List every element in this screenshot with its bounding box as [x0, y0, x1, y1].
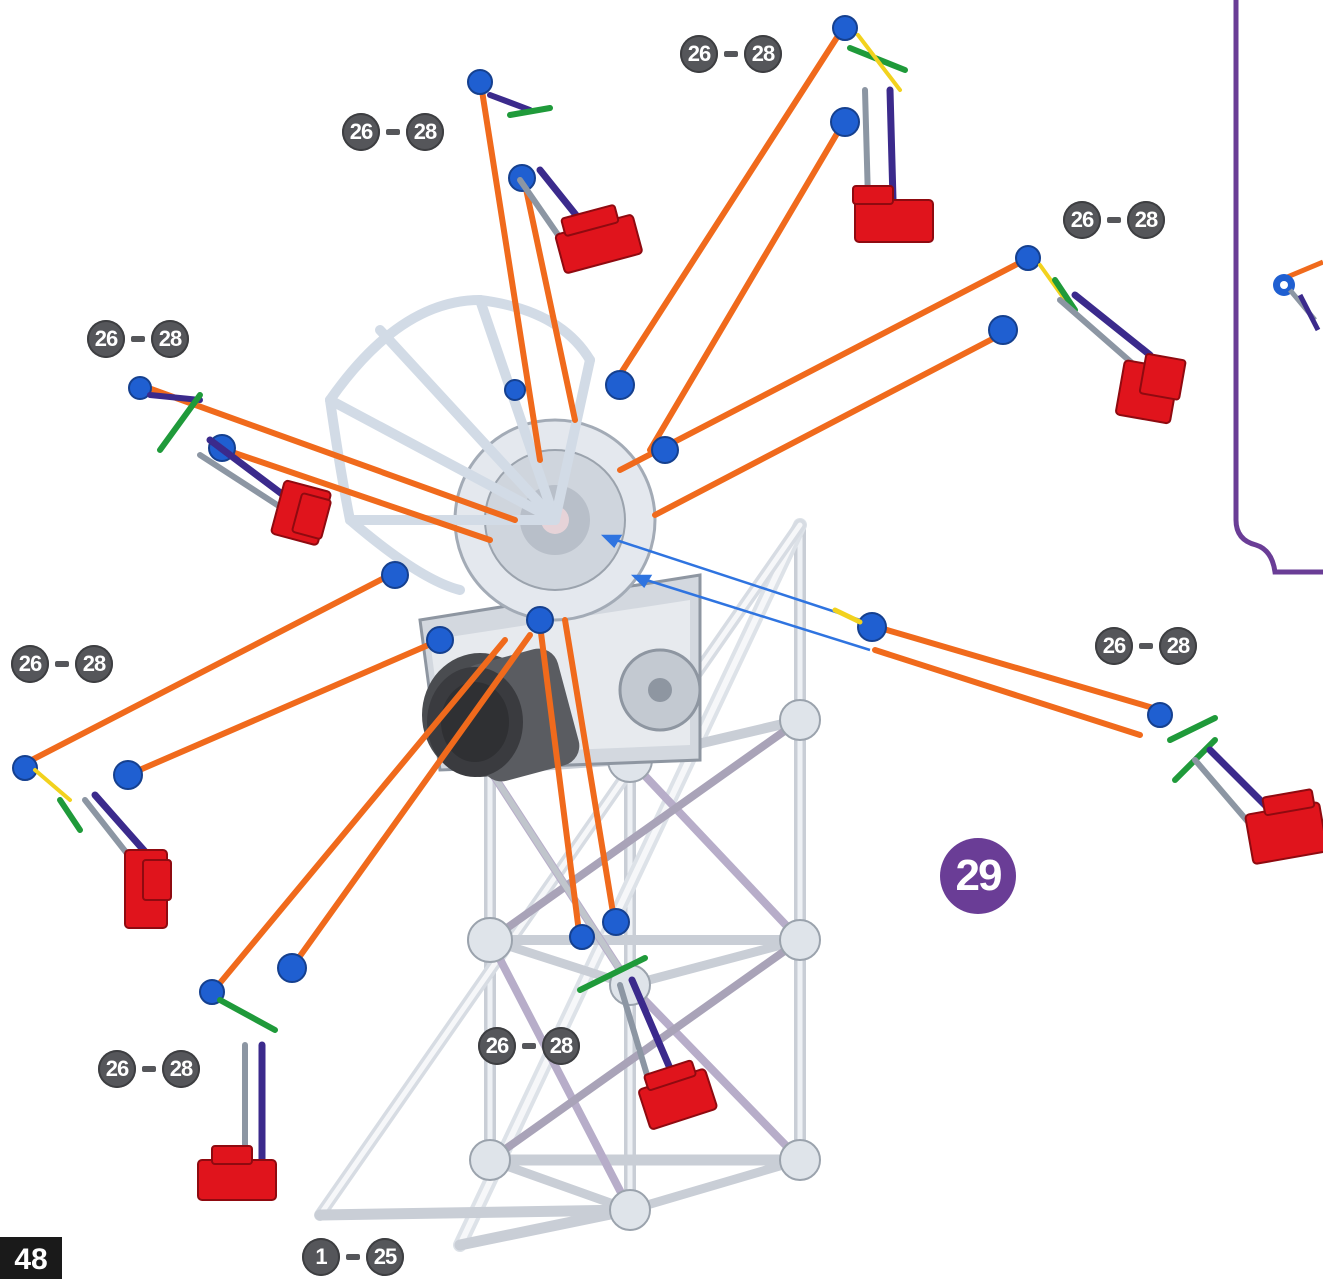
- step-ref-bottom-left: 26 28: [98, 1050, 200, 1088]
- ref-end-badge: 28: [151, 320, 189, 358]
- ref-end-badge: 28: [162, 1050, 200, 1088]
- step-number-badge: 29: [940, 838, 1016, 914]
- swing-arms: [19, 22, 1163, 998]
- base-step-ref: 1 25: [302, 1238, 404, 1276]
- arm-end-struts: [33, 33, 1218, 1033]
- step-ref-upper-right: 26 28: [1063, 201, 1165, 239]
- ref-end-badge: 28: [744, 35, 782, 73]
- ref-start-badge: 26: [11, 645, 49, 683]
- ref-start-badge: 1: [302, 1238, 340, 1276]
- seats: [124, 185, 1323, 1201]
- ref-end-badge: 28: [1127, 201, 1165, 239]
- ref-dash: [346, 1254, 360, 1260]
- inset-arm-fragment: [1273, 259, 1323, 332]
- ref-start-badge: 26: [1063, 201, 1101, 239]
- ref-start-badge: 26: [680, 35, 718, 73]
- ref-dash: [142, 1066, 156, 1072]
- inset-panel-border: [1233, 0, 1323, 575]
- seat-top: [852, 185, 934, 243]
- arm-connectors: [12, 15, 1173, 1005]
- seat-upper-right: [1115, 353, 1187, 425]
- page-number: 48: [0, 1237, 62, 1279]
- assembly-arrows: [600, 534, 871, 652]
- step-ref-left: 26 28: [87, 320, 189, 358]
- ref-dash: [55, 661, 69, 667]
- ref-start-badge: 26: [1095, 627, 1133, 665]
- canopy-frame: [325, 295, 595, 595]
- seat-bottom-left: [197, 1145, 277, 1201]
- step-ref-right: 26 28: [1095, 627, 1197, 665]
- step-ref-far-left: 26 28: [11, 645, 113, 683]
- ref-dash: [724, 51, 738, 57]
- ref-end-badge: 28: [542, 1027, 580, 1065]
- seat-top-left: [554, 204, 643, 274]
- step-ref-top: 26 28: [680, 35, 782, 73]
- seat-far-left: [124, 849, 172, 929]
- ref-start-badge: 26: [87, 320, 125, 358]
- seat-hangers: [82, 86, 1279, 1169]
- tower-frame: [314, 518, 807, 1252]
- ref-dash: [522, 1043, 536, 1049]
- step-ref-bottom: 26 28: [478, 1027, 580, 1065]
- ref-dash: [1107, 217, 1121, 223]
- ref-dash: [386, 129, 400, 135]
- step-ref-top-left: 26 28: [342, 113, 444, 151]
- ref-start-badge: 26: [478, 1027, 516, 1065]
- ref-end-badge: 28: [75, 645, 113, 683]
- ref-start-badge: 26: [342, 113, 380, 151]
- ref-end-badge: 28: [1159, 627, 1197, 665]
- ref-dash: [1139, 643, 1153, 649]
- ref-start-badge: 26: [98, 1050, 136, 1088]
- seat-left: [270, 479, 332, 546]
- ref-end-badge: 28: [406, 113, 444, 151]
- ref-dash: [131, 336, 145, 342]
- ref-end-badge: 25: [366, 1238, 404, 1276]
- seat-right: [1244, 788, 1323, 865]
- seat-bottom: [638, 1059, 718, 1130]
